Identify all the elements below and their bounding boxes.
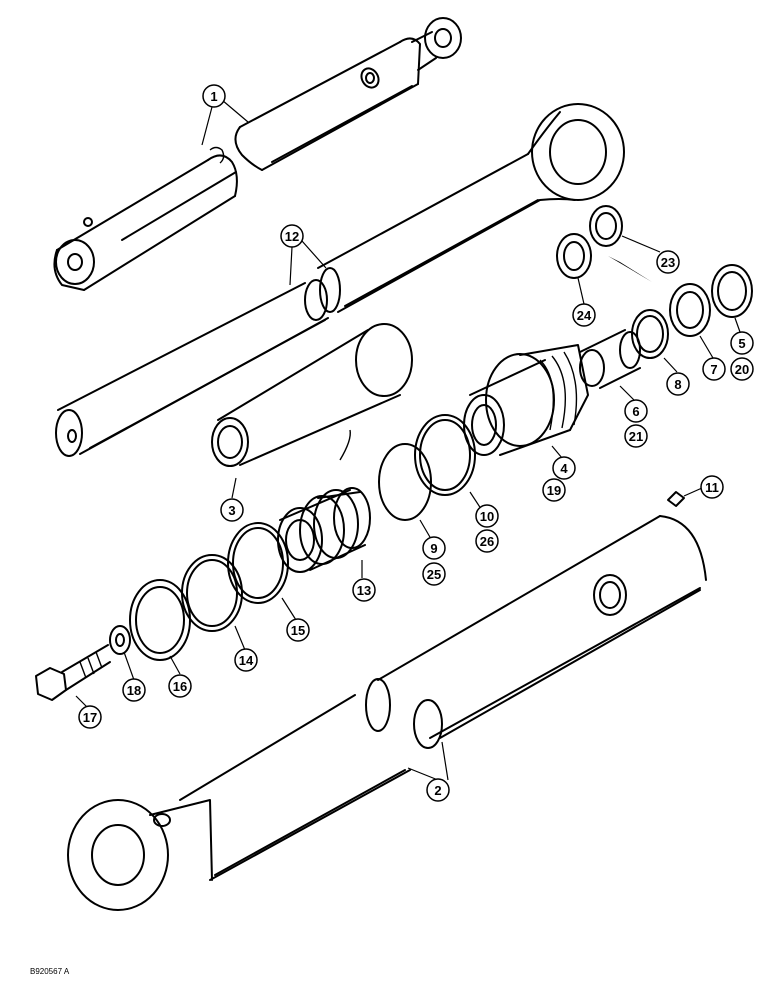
callout-14: 14 (234, 648, 258, 672)
callout-15: 15 (286, 618, 310, 642)
svg-text:23: 23 (661, 255, 675, 270)
callout-8: 8 (666, 372, 690, 396)
callout-23: 23 (656, 250, 680, 274)
callout-26: 26 (475, 529, 499, 553)
callout-16: 16 (168, 674, 192, 698)
svg-text:14: 14 (239, 653, 254, 668)
callout-7: 7 (702, 357, 726, 381)
part-2-cylinder-barrel (67, 515, 707, 911)
svg-text:12: 12 (285, 229, 299, 244)
svg-text:18: 18 (127, 683, 141, 698)
svg-text:16: 16 (173, 679, 187, 694)
svg-text:21: 21 (629, 429, 643, 444)
svg-text:3: 3 (228, 503, 235, 518)
callout-25: 25 (422, 562, 446, 586)
svg-text:4: 4 (560, 461, 568, 476)
callout-1: 1 (202, 84, 226, 108)
callout-6: 6 (624, 399, 648, 423)
svg-text:5: 5 (738, 336, 745, 351)
callout-21: 21 (624, 424, 648, 448)
callout-2: 2 (426, 778, 450, 802)
svg-text:7: 7 (710, 362, 717, 377)
svg-text:11: 11 (705, 480, 719, 495)
svg-text:15: 15 (291, 623, 305, 638)
svg-text:19: 19 (547, 483, 561, 498)
svg-text:25: 25 (427, 567, 441, 582)
part-4-gland (463, 344, 589, 456)
callout-9: 9 (422, 536, 446, 560)
svg-text:8: 8 (674, 377, 681, 392)
svg-text:9: 9 (430, 541, 437, 556)
callout-18: 18 (122, 678, 146, 702)
callout-11: 11 (700, 475, 724, 499)
callout-19: 19 (542, 478, 566, 502)
callout-17: 17 (78, 705, 102, 729)
svg-text:13: 13 (357, 583, 371, 598)
part-11-grease-fitting (667, 491, 685, 507)
part-3-spacer-tube (211, 323, 413, 467)
part-13-piston (277, 487, 371, 573)
callout-24: 24 (572, 303, 596, 327)
svg-text:6: 6 (632, 404, 639, 419)
callout-13: 13 (352, 578, 376, 602)
svg-text:17: 17 (83, 710, 97, 725)
callout-12: 12 (280, 224, 304, 248)
callout-10: 10 (475, 504, 499, 528)
part-1-cylinder-assembly (53, 17, 462, 291)
svg-text:2: 2 (434, 783, 441, 798)
callout-20: 20 (730, 357, 754, 381)
part-17-bolt (35, 644, 111, 701)
leader-lines (75, 99, 741, 781)
callout-4: 4 (552, 456, 576, 480)
svg-text:1: 1 (210, 89, 217, 104)
svg-text:24: 24 (577, 308, 592, 323)
part-12-piston-rod (55, 103, 625, 457)
svg-text:26: 26 (480, 534, 494, 549)
svg-text:10: 10 (480, 509, 494, 524)
callout-3: 3 (220, 498, 244, 522)
callout-5: 5 (730, 331, 754, 355)
seal-rings (109, 205, 753, 661)
svg-text:20: 20 (735, 362, 749, 377)
figure-reference-code: B920567 A (30, 967, 70, 976)
